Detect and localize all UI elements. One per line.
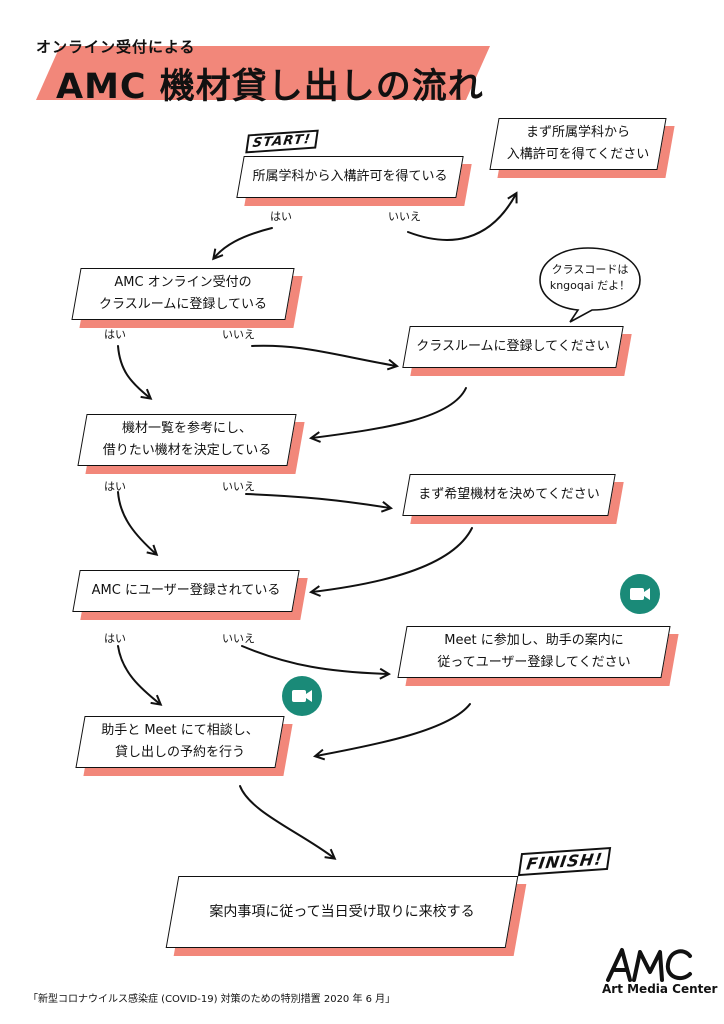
action-a4-line2: 従ってユーザー登録してください: [437, 655, 631, 670]
page-title: AMC 機材貸し出しの流れ: [56, 67, 484, 107]
step-q3-line2: 借りたい機材を決定している: [102, 443, 272, 458]
answer-no-q1: いいえ: [388, 210, 421, 223]
speech-bubble-line2: kngoqai だよ！: [549, 279, 631, 292]
page-subtitle: オンライン受付による: [36, 38, 196, 56]
action-a2-text: クラスルームに登録してください: [416, 339, 610, 354]
footer-note: 「新型コロナウイルス感染症 (COVID-19) 対策のための特別措置 2020…: [28, 994, 396, 1005]
arrow-q4-no: [241, 645, 388, 674]
meet-icon: [620, 574, 660, 614]
arrow-q4-yes: [117, 645, 160, 704]
logo-name: Art Media Center: [602, 982, 718, 996]
final-step-text: 案内事項に従って当日受け取りに来校する: [209, 904, 475, 920]
answer-yes-q2: はい: [104, 328, 126, 341]
answer-yes-q1: はい: [270, 210, 292, 223]
speech-bubble-line1: クラスコードは: [551, 263, 629, 276]
step-q4-text: AMC にユーザー登録されている: [91, 583, 281, 598]
answer-no-q2: いいえ: [222, 328, 255, 341]
answer-no-q3: いいえ: [222, 480, 255, 493]
step-q5: 助手と Meet にて相談し、 貸し出しの予約を行う: [75, 716, 293, 776]
arrow-a2-back: [312, 387, 467, 438]
action-a1-line1: まず所属学科から: [525, 125, 630, 140]
arrow-q5-final: [239, 785, 334, 858]
arrow-q2-yes: [117, 345, 150, 398]
step-q5-line1: 助手と Meet にて相談し、: [101, 723, 259, 738]
arrow-a4-back: [316, 703, 471, 756]
step-q4: AMC にユーザー登録されている: [72, 570, 308, 620]
arrow-q3-no: [245, 493, 390, 508]
arrow-q3-yes: [117, 491, 156, 554]
answer-no-q4: いいえ: [222, 632, 255, 645]
action-a4-line1: Meet に参加し、助手の案内に: [444, 633, 624, 648]
action-a2: クラスルームに登録してください: [402, 326, 632, 376]
action-a1-line2: 入構許可を得てください: [506, 147, 650, 162]
step-q1-text: 所属学科から入構許可を得ている: [252, 169, 448, 184]
amc-logo: [606, 948, 692, 982]
step-q3: 機材一覧を参考にし、 借りたい機材を決定している: [77, 414, 305, 474]
answer-yes-q3: はい: [104, 480, 126, 493]
action-a3: まず希望機材を決めてください: [402, 474, 624, 524]
action-a3-text: まず希望機材を決めてください: [418, 487, 600, 502]
step-q1: 所属学科から入構許可を得ている: [236, 156, 472, 206]
speech-bubble: [539, 247, 641, 323]
speech-bubble-text: クラスコードは kngoqai だよ！: [548, 262, 632, 294]
step-q5-line2: 貸し出しの予約を行う: [114, 745, 245, 760]
step-q3-line1: 機材一覧を参考にし、: [121, 421, 252, 436]
answer-yes-q4: はい: [104, 632, 126, 645]
final-step: 案内事項に従って当日受け取りに来校する: [165, 876, 527, 956]
action-a4: Meet に参加し、助手の案内に 従ってユーザー登録してください: [397, 626, 679, 686]
meet-icon: [282, 676, 322, 716]
arrow-a3-back: [312, 527, 473, 592]
step-q2: AMC オンライン受付の クラスルームに登録している: [71, 268, 303, 328]
step-q2-line1: AMC オンライン受付の: [114, 275, 252, 290]
action-a1: まず所属学科から 入構許可を得てください: [489, 118, 675, 178]
step-q2-line2: クラスルームに登録している: [99, 297, 267, 312]
arrow-q1-no: [407, 194, 516, 241]
arrow-q2-no: [251, 344, 396, 366]
arrow-q1-yes: [214, 227, 273, 258]
